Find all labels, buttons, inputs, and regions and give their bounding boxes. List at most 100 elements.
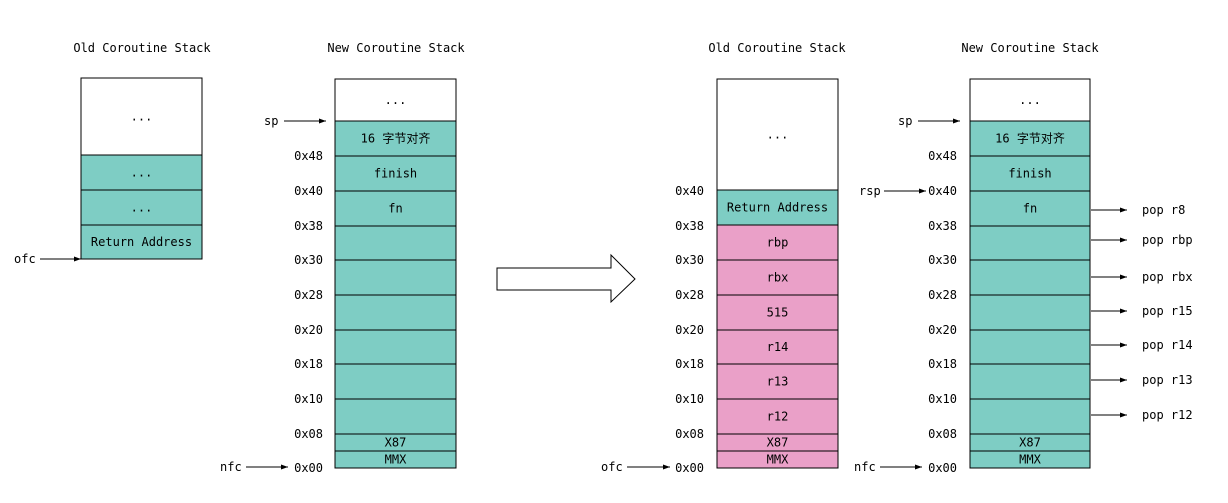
pointer-nfc-left: nfc [220,460,242,474]
stack-cell [716,189,839,226]
address-label: 0x38 [294,219,323,233]
stack-cell-label: ... [385,93,407,107]
stack-cell [716,398,839,435]
stack-cell [969,155,1091,192]
stack-cell-label: fn [1023,202,1037,216]
pop-label: pop r8 [1142,203,1185,217]
address-label: 0x30 [294,253,323,267]
address-label: 0x20 [675,323,704,337]
address-label: 0x40 [294,184,323,198]
stack-cell-label: MMX [767,453,789,467]
stack-cell [969,450,1091,469]
address-label: 0x00 [294,461,323,475]
stack-cell [80,77,203,156]
address-label: 0x10 [928,392,957,406]
stack-cell [80,154,203,191]
address-label: 0x00 [928,461,957,475]
stack-cell [716,224,839,261]
address-label: 0x28 [294,288,323,302]
title-old-stack-left: Old Coroutine Stack [73,41,211,55]
stack-cell-label: ... [1019,93,1041,107]
pointer-ofc-right: ofc [601,460,623,474]
pointer-nfc-right: nfc [854,460,876,474]
pop-label: pop r12 [1142,408,1193,422]
stack-cell-label: 16 字节对齐 [361,131,431,146]
stack-cell [969,190,1091,227]
stack-cell-label: MMX [385,453,407,467]
pop-label: pop r15 [1142,304,1193,318]
title-new-stack-left: New Coroutine Stack [327,41,465,55]
stack-cell [969,259,1091,296]
stack-cell [969,78,1091,122]
stack-cell-label: rbx [767,271,789,285]
stack-cell [716,259,839,296]
stack-cell [716,363,839,400]
stack-cell [969,225,1091,261]
title-new-stack-right: New Coroutine Stack [961,41,1099,55]
pop-label: pop rbx [1142,270,1193,284]
address-label: 0x00 [675,461,704,475]
pop-label: pop r13 [1142,373,1193,387]
stack-cell [80,189,203,226]
address-label: 0x30 [675,253,704,267]
stack-cell-label: ... [767,128,789,142]
stack-cell [80,224,203,260]
stack-cell [334,294,457,331]
stack-cell [334,398,457,435]
pointer-sp-left: sp [264,114,278,128]
stack-cell-label: MMX [1019,453,1041,467]
address-label: 0x48 [294,149,323,163]
transition-arrow [496,253,636,304]
pop-label: pop r14 [1142,338,1193,352]
stack-cell [334,259,457,296]
stack-cell [969,398,1091,435]
stack-cell [969,120,1091,157]
address-label: 0x38 [675,219,704,233]
stack-cell-label: fn [388,202,402,216]
address-label: 0x18 [675,357,704,371]
stack-cell-label: 16 字节对齐 [995,131,1065,146]
stack-cell [334,190,457,227]
pointer-ofc-left: ofc [14,252,36,266]
stack-cell-label: Return Address [91,235,192,249]
stack-cell [969,363,1091,400]
stack-cell-label: X87 [1019,436,1041,450]
stack-cell-label: r13 [767,375,789,389]
stack-cell-label: 515 [767,306,789,320]
stack-cell-label: finish [374,167,417,181]
stack-cell [716,329,839,365]
stack-cell-label: X87 [385,436,407,450]
pointer-rsp-right: rsp [859,184,881,198]
pointer-sp-right: sp [898,114,912,128]
stack-cell-label: X87 [767,436,789,450]
stack-cell-label: rbp [767,236,789,250]
address-label: 0x20 [294,323,323,337]
address-label: 0x40 [928,184,957,198]
stack-cell-label: r12 [767,410,789,424]
stack-cell-label: ... [131,201,153,215]
address-label: 0x18 [928,357,957,371]
stack-cell [334,450,457,469]
address-label: 0x10 [675,392,704,406]
stack-cell-label: ... [131,110,153,124]
address-label: 0x28 [675,288,704,302]
pop-instructions: pop r8 pop rbp pop rbx pop r15 pop r14 pop r1… [1091,203,1193,422]
address-label: 0x28 [928,288,957,302]
stack-cell-label: ... [131,166,153,180]
address-label: 0x08 [675,427,704,441]
stack-cell [334,329,457,365]
title-old-stack-right: Old Coroutine Stack [708,41,846,55]
stack-cell [716,294,839,331]
address-label: 0x38 [928,219,957,233]
pop-label: pop rbp [1142,233,1193,247]
stack-cell-label: Return Address [727,201,828,215]
stack-cell [716,450,839,469]
old-coroutine-stack-right: ...Return Addressrbprbx515r14r13r12X87MM… [716,78,839,469]
address-label: 0x18 [294,357,323,371]
address-label: 0x10 [294,392,323,406]
